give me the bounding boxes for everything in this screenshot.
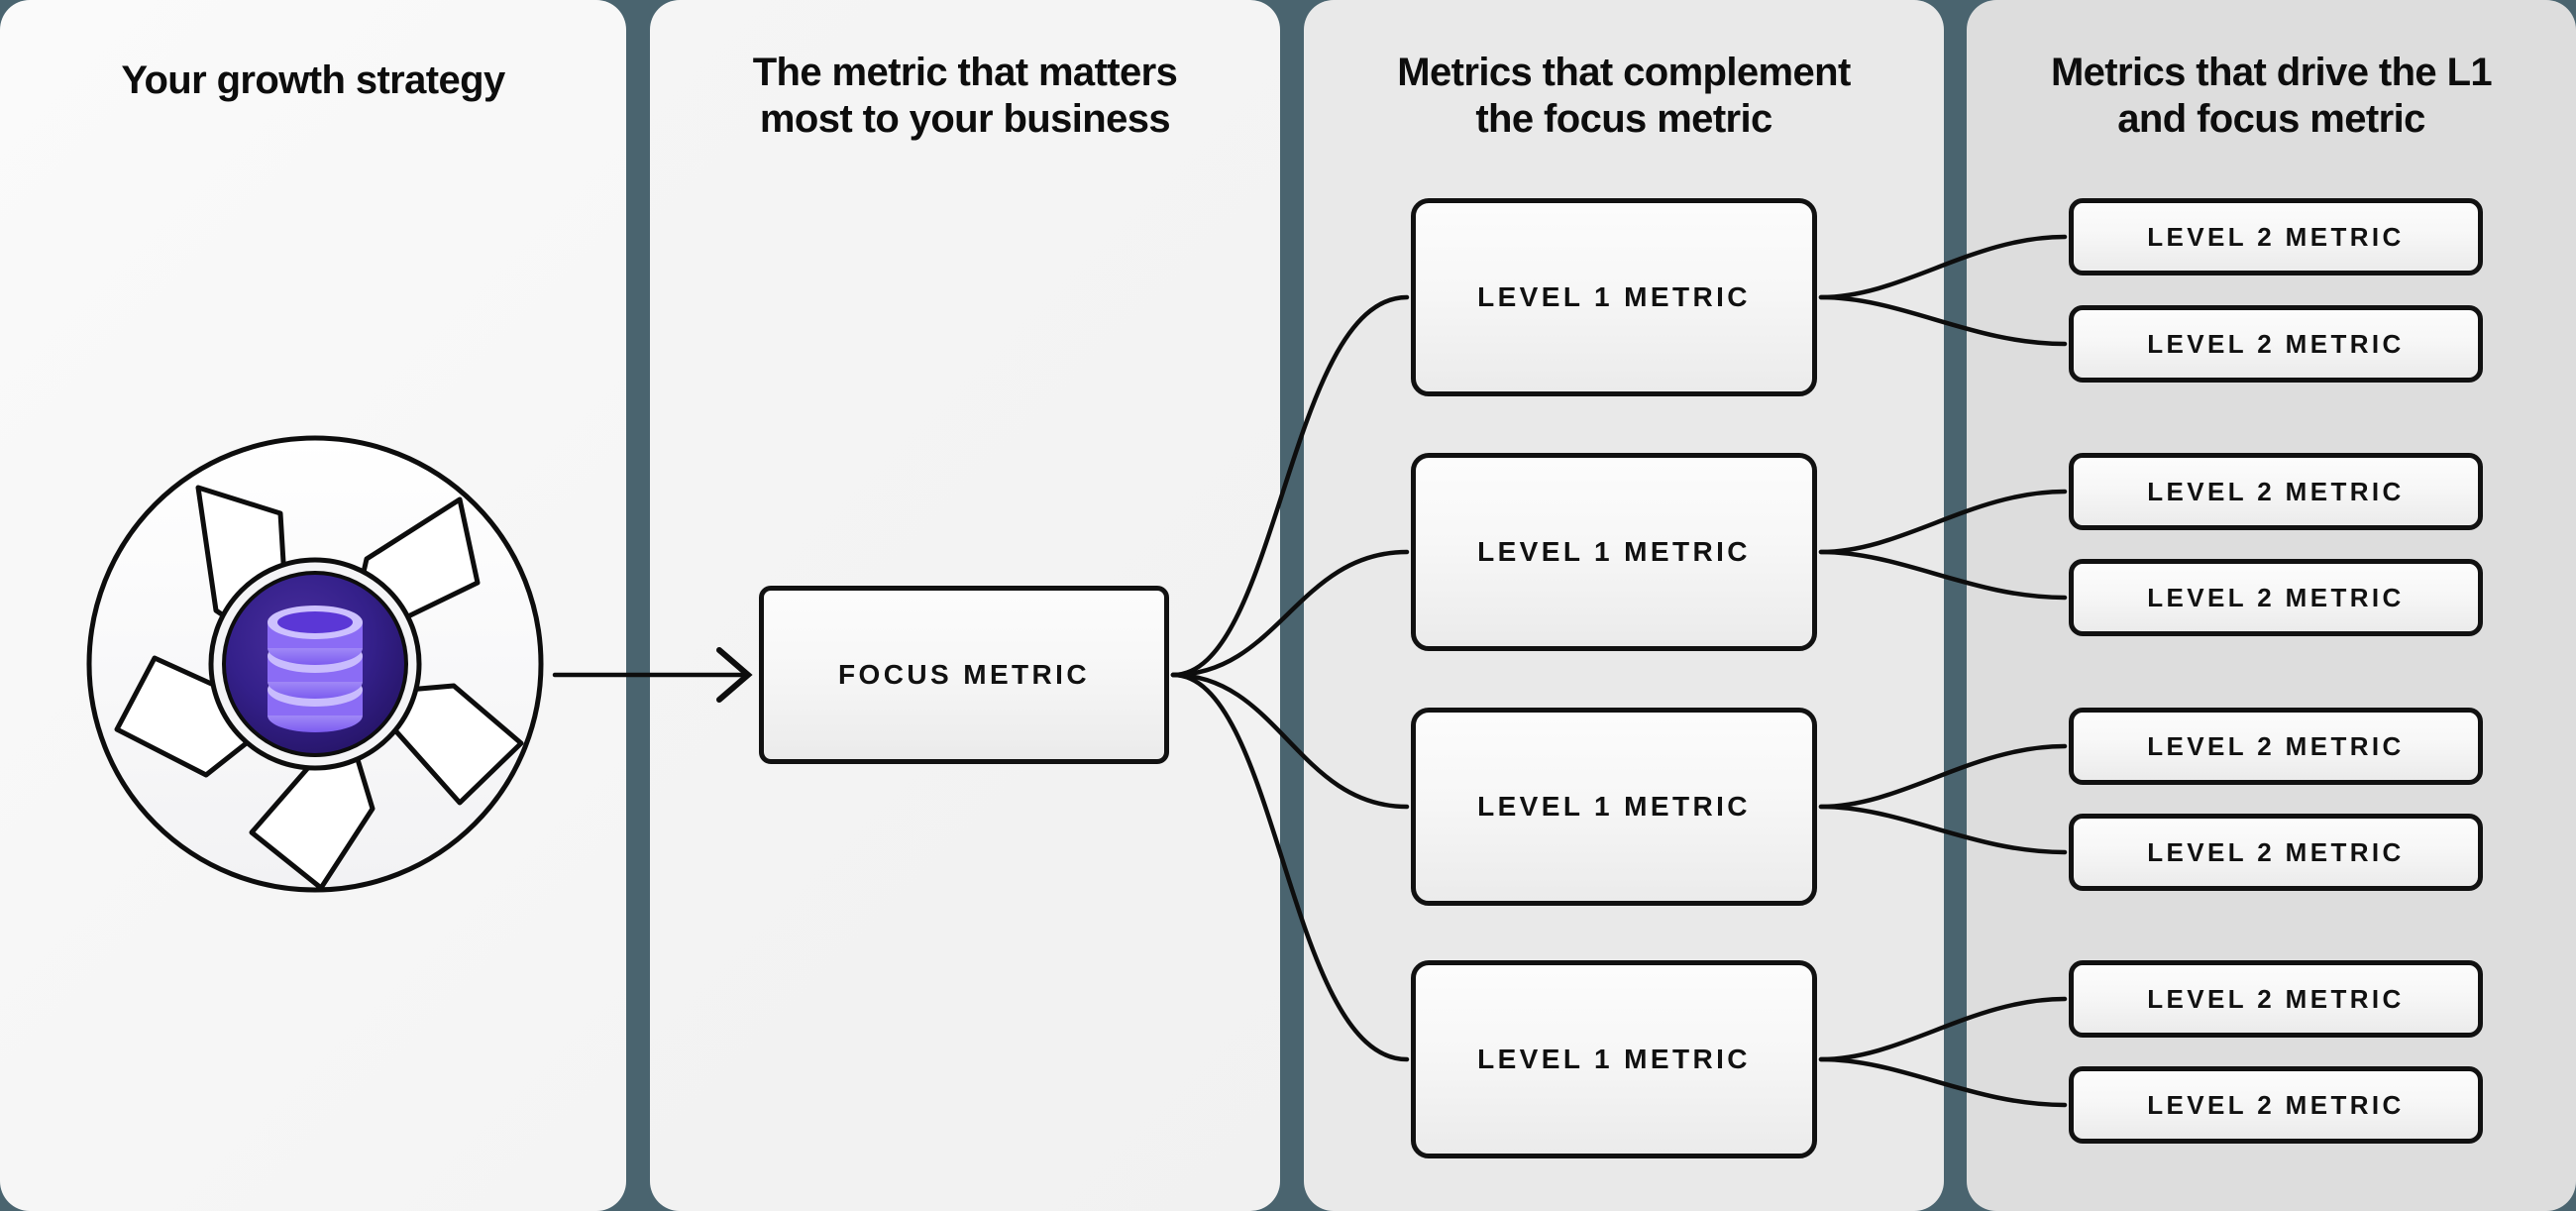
level1-metric-box[interactable]: LEVEL 1 METRIC (1411, 198, 1817, 396)
focus-metric-box[interactable]: FOCUS METRIC (759, 586, 1169, 764)
database-icon (268, 606, 363, 732)
level2-metric-box[interactable]: LEVEL 2 METRIC (2069, 1066, 2483, 1144)
level2-metric-box[interactable]: LEVEL 2 METRIC (2069, 814, 2483, 891)
level2-metric-box[interactable]: LEVEL 2 METRIC (2069, 960, 2483, 1038)
level2-metric-box[interactable]: LEVEL 2 METRIC (2069, 559, 2483, 636)
level1-metric-box[interactable]: LEVEL 1 METRIC (1411, 453, 1817, 651)
level2-metric-box[interactable]: LEVEL 2 METRIC (2069, 453, 2483, 530)
level2-metric-box[interactable]: LEVEL 2 METRIC (2069, 305, 2483, 383)
level2-metric-box[interactable]: LEVEL 2 METRIC (2069, 198, 2483, 275)
aperture-database-logo (86, 435, 544, 893)
level1-metric-box[interactable]: LEVEL 1 METRIC (1411, 708, 1817, 906)
level2-metric-box[interactable]: LEVEL 2 METRIC (2069, 708, 2483, 785)
column-title-growth-strategy: Your growth strategy (121, 58, 505, 102)
level1-metric-box[interactable]: LEVEL 1 METRIC (1411, 960, 1817, 1158)
